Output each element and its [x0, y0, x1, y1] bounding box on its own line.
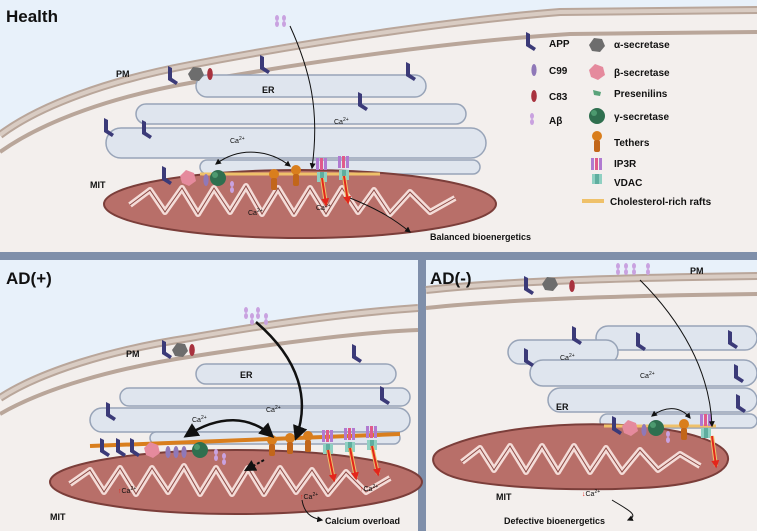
ca-flux-arrow-ad-plus-3 — [371, 445, 381, 477]
exchange-arrow-health — [215, 151, 291, 167]
panel-ad-plus: AD(+) PM ER Ca2+ Ca2+ MIT ↑Ca2+ ↑Ca2+ ↑C… — [0, 260, 423, 531]
legend-vdac-icon — [592, 174, 602, 184]
gamma-secretase-icon — [210, 170, 226, 186]
c83-icon — [569, 280, 575, 292]
ca-label-ad-plus-mit1: ↑Ca2+ — [118, 486, 136, 495]
legend-ip3r: IP3R — [614, 159, 637, 170]
mit-label-ad-minus: MIT — [496, 492, 512, 502]
ca-flux-arrow-health-1 — [321, 177, 330, 207]
ip3r-icon — [322, 430, 333, 442]
legend-gamma: γ-secretase — [614, 112, 669, 123]
outcome-arrow-ad-minus — [611, 499, 634, 521]
legend: APP C99 C83 Aβ α-secretase β-secretase P… — [526, 32, 712, 208]
abeta-arrow-ad-minus — [639, 279, 715, 428]
vdac-icon — [701, 428, 711, 438]
ca-label-ad-minus-er1: Ca2+ — [560, 353, 575, 362]
legend-alpha: α-secretase — [614, 40, 670, 51]
gamma-secretase-icon — [192, 442, 208, 458]
pm-label-ad-plus: PM — [126, 349, 140, 359]
pm-label-health: PM — [116, 69, 130, 79]
ca-flux-arrow-ad-plus-1 — [327, 449, 337, 483]
er-ad-minus — [507, 325, 757, 429]
mit-label-ad-plus: MIT — [50, 512, 66, 522]
legend-ip3r-icon — [591, 158, 602, 170]
outcome-arrow-health — [349, 197, 411, 233]
er-label-ad-minus: ER — [556, 402, 569, 412]
legend-c99-icon — [531, 64, 537, 76]
c99-icon — [173, 446, 179, 458]
panel-health: Health PM ER Ca2+ Ca2+ MIT Ca2+ Ca2+ — [0, 0, 757, 252]
ip3r-icon — [338, 156, 349, 168]
abeta-arrow-health — [289, 25, 316, 170]
outcome-ad-minus: Defective bioenergetics — [504, 516, 605, 526]
legend-presenilins: Presenilins — [614, 89, 668, 100]
ca-label-health-er2: Ca2+ — [334, 117, 349, 126]
mito-ad-minus — [432, 423, 730, 491]
legend-c83-icon — [531, 90, 537, 102]
ca-label-health-mit1: Ca2+ — [248, 208, 263, 217]
outcome-arrow-ad-plus — [301, 499, 324, 523]
ca-label-ad-plus-mit2: ↑Ca2+ — [300, 492, 318, 501]
legend-c83: C83 — [549, 92, 568, 103]
legend-c99: C99 — [549, 66, 568, 77]
legend-tethers: Tethers — [614, 138, 650, 149]
panel-title-health: Health — [6, 7, 58, 26]
er-label-ad-plus: ER — [240, 370, 253, 380]
legend-rafts: Cholesterol-rich rafts — [610, 197, 712, 208]
mito-health — [103, 169, 497, 239]
er-label-health: ER — [262, 85, 275, 95]
ip3r-icon — [700, 414, 711, 426]
ip3r-icon — [366, 426, 377, 438]
panel-title-ad-plus: AD(+) — [6, 269, 52, 288]
exchange-arrow-ad-plus — [183, 419, 275, 439]
ca-label-ad-minus-er2: Ca2+ — [640, 371, 655, 380]
panel-ad-minus: AD(-) PM ER Ca2+ Ca2+ MIT ↓Ca2+ — [425, 260, 757, 531]
ca-label-ad-plus-mit3: ↑Ca2+ — [360, 484, 378, 493]
ip3r-icon — [344, 428, 355, 440]
c99-icon — [641, 424, 647, 436]
pm-label-ad-minus: PM — [690, 266, 704, 276]
mit-label-health: MIT — [90, 180, 106, 190]
panel-title-ad-minus: AD(-) — [430, 269, 472, 288]
mito-ad-plus — [49, 449, 423, 515]
ca-label-health-er1: Ca2+ — [230, 136, 245, 145]
panel-divider-vertical — [418, 260, 426, 531]
ca-label-ad-plus-er1: Ca2+ — [192, 415, 207, 424]
abeta-arrow-ad-plus — [255, 321, 308, 441]
panel-divider-horizontal — [0, 252, 757, 260]
gamma-secretase-icon — [648, 420, 664, 436]
legend-beta: β-secretase — [614, 68, 670, 79]
legend-gamma-icon — [589, 108, 605, 124]
outcome-health: Balanced bioenergetics — [430, 232, 531, 242]
ca-flux-arrow-ad-minus — [711, 435, 720, 469]
legend-abeta: Aβ — [549, 116, 562, 127]
exchange-arrow-ad-minus — [651, 408, 691, 419]
c99-icon — [181, 446, 187, 458]
legend-app: APP — [549, 39, 570, 50]
c99-icon — [203, 174, 209, 186]
c83-icon — [189, 344, 195, 356]
ca-label-ad-plus-er2: Ca2+ — [266, 405, 281, 414]
legend-vdac: VDAC — [614, 178, 642, 189]
c99-icon — [165, 446, 171, 458]
dashed-arrow-ad-plus — [243, 459, 265, 472]
outcome-ad-plus: Calcium overload — [325, 516, 400, 526]
c83-icon — [207, 68, 213, 80]
ca-label-ad-minus-mit: ↓Ca2+ — [582, 489, 600, 498]
ca-flux-arrow-health-2 — [343, 175, 352, 205]
ip3r-icon — [316, 158, 327, 170]
ca-flux-arrow-ad-plus-2 — [349, 447, 359, 481]
